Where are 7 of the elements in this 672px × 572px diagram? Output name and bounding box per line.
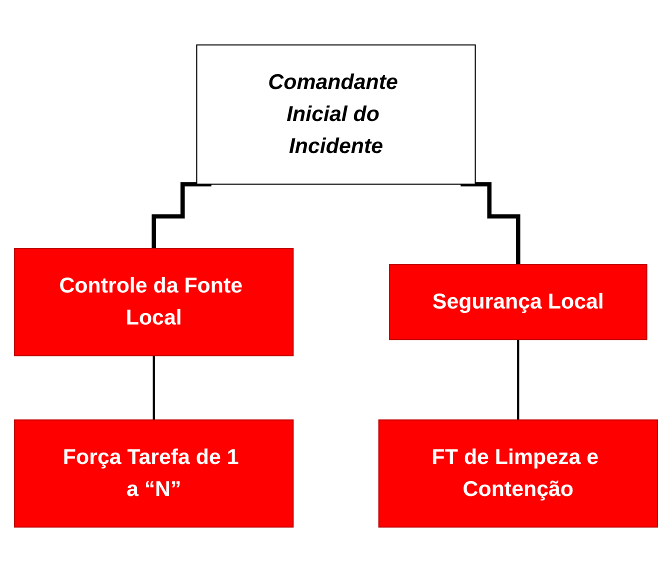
connector [517, 338, 520, 421]
node-box: Comandante Inicial do Incidente [196, 44, 476, 185]
connector [152, 354, 155, 421]
node-box: Segurança Local [389, 264, 648, 340]
node-box: Força Tarefa de 1 a “N” [14, 419, 294, 528]
node-box: FT de Limpeza e Contenção [378, 419, 658, 528]
node-box: Controle da Fonte Local [14, 248, 294, 356]
